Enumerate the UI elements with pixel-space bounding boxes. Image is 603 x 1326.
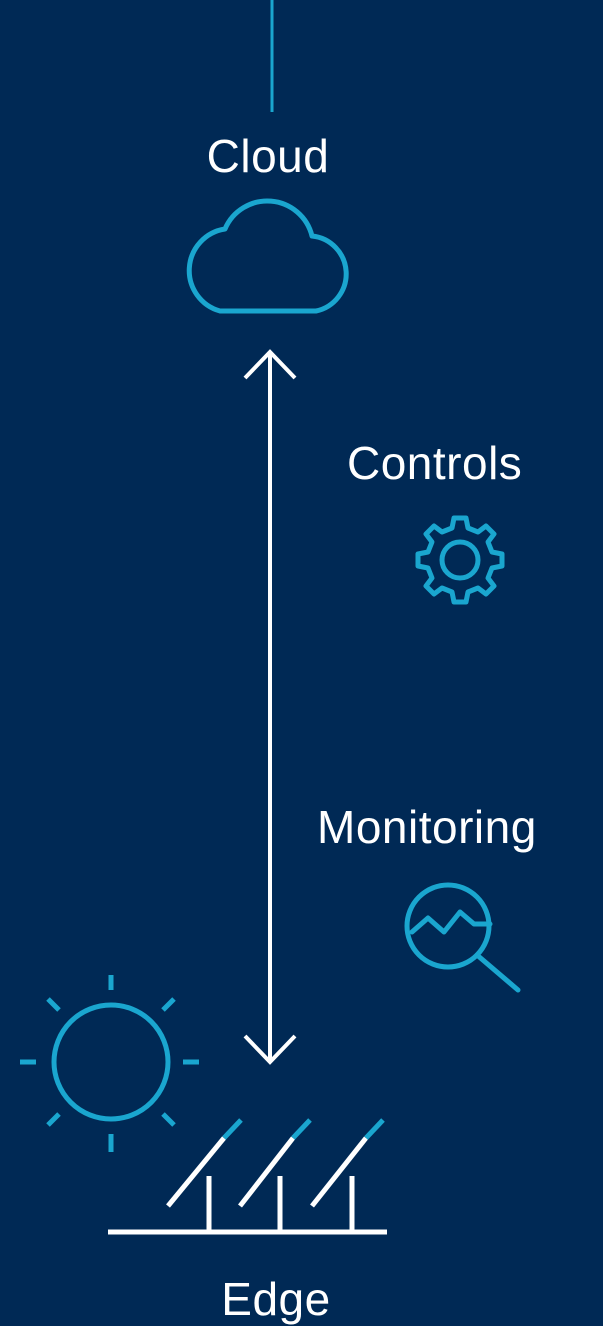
controls-label: Controls — [347, 437, 523, 489]
arrow-head-up — [243, 349, 297, 380]
arrow-head-down — [243, 1034, 297, 1065]
bidirectional-arrow — [243, 349, 297, 1065]
gear-icon — [415, 515, 505, 605]
sun-icon — [20, 975, 199, 1152]
magnifier-chart-icon — [404, 882, 521, 993]
solar-panels-icon — [108, 1118, 387, 1235]
edge-label: Edge — [221, 1273, 331, 1325]
cloud-icon — [186, 198, 349, 314]
cloud-label: Cloud — [206, 130, 330, 182]
monitoring-label: Monitoring — [317, 801, 537, 853]
